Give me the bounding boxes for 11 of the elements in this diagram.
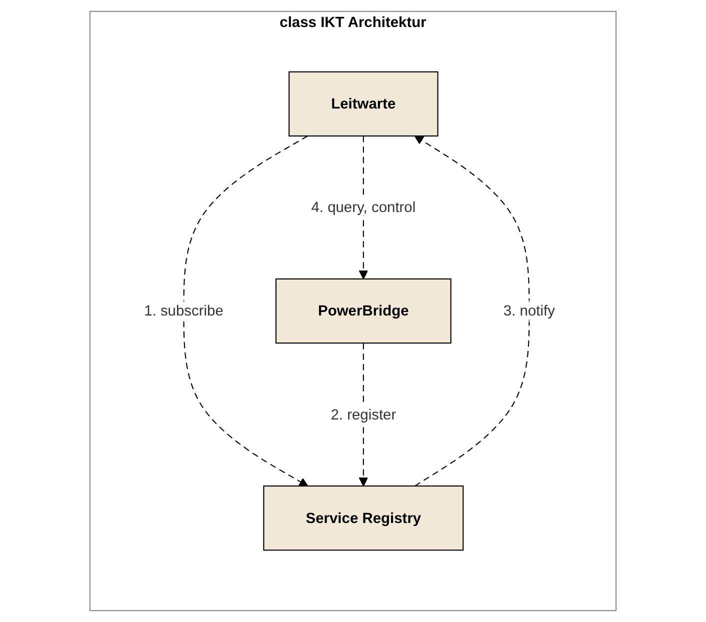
edge-label: 2. register	[330, 406, 396, 422]
arrow	[414, 136, 530, 486]
arrow	[358, 136, 368, 280]
node-box: PowerBridge	[275, 278, 452, 344]
arrow	[183, 136, 308, 486]
node-box: Service Registry	[263, 486, 464, 551]
node-box: Leitwarte	[288, 71, 438, 136]
arrow	[358, 343, 368, 486]
edge-label: 3. notify	[503, 302, 555, 319]
edge-label: 1. subscribe	[144, 302, 224, 319]
edge-label: 4. query, control	[311, 198, 416, 216]
